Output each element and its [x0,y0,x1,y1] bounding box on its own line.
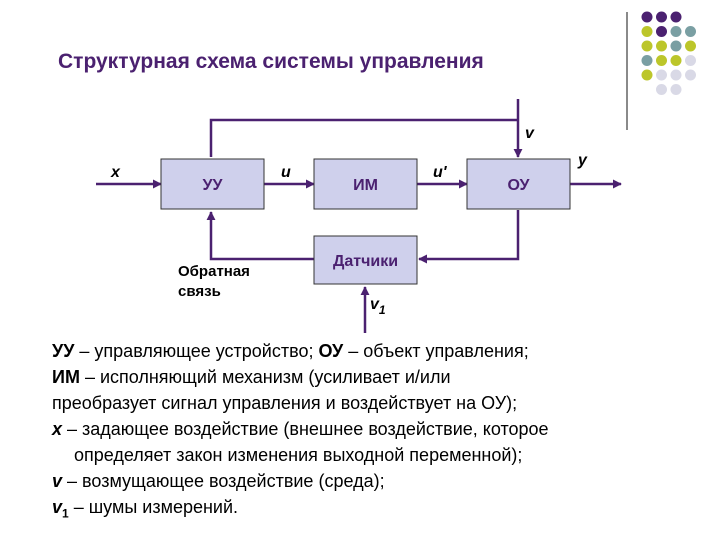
decorative-dot [641,55,653,66]
decorative-dot [656,40,667,52]
legend-line-x-cont: определяет закон изменения выходной пере… [74,445,523,465]
decorative-dot [641,69,653,81]
legend-line-im-cont: преобразует сигнал управления и воздейст… [52,393,518,413]
block-im: ИМ [313,158,418,210]
legend: УУ – управляющее устройство; ОУ – объект… [52,338,692,527]
feedback-label-line1: Обратная [178,263,250,280]
block-uu: УУ [160,158,265,210]
decorative-dot [656,84,667,95]
slide-title: Структурная схема системы управления [58,50,484,73]
ou-to-sensors-arrow [418,210,520,264]
decorative-dot [670,11,682,23]
feedback-label-line2: связь [178,283,221,300]
block-ou-label: ОУ [508,177,531,194]
block-im-label: ИМ [353,177,378,194]
block-sensors: Датчики [313,235,418,285]
legend-line-v1: v1 – шумы измерений. [52,497,239,521]
signal-u-prime-label: u' [433,164,448,181]
signal-u-label: u [281,164,291,181]
decorative-dot [670,55,682,66]
legend-line-uu-ou: УУ – управляющее устройство; ОУ – объект… [52,341,529,361]
decorative-dot [685,69,696,81]
decorative-dot [641,40,653,52]
decorative-dot [670,26,682,37]
decorative-dot [641,26,653,37]
decorative-dot-grid [626,11,696,130]
decorative-dot [641,11,653,23]
decorative-dot [656,55,667,66]
decorative-dot [656,69,667,81]
legend-line-im: ИМ – исполняющий механизм (усиливает и/и… [52,367,451,387]
legend-line-v: v – возмущающее воздействие (среда); [52,471,385,491]
block-diagram: УУ ИМ ОУ Датчики x u u' v y v1 Обратная … [96,99,622,333]
feedback-arrow [206,211,314,261]
decorative-dot [685,55,696,66]
legend-line-x: x – задающее воздействие (внешнее воздей… [52,419,549,439]
decorative-dot [670,84,682,95]
signal-v-label: v [525,125,535,142]
decorative-dot [670,40,682,52]
signal-y-label: y [577,152,588,169]
block-ou: ОУ [466,158,571,210]
block-sensors-label: Датчики [333,253,398,270]
feedforward-line [209,118,518,157]
signal-v1-label: v1 [370,296,386,317]
decorative-dot [685,40,696,52]
decorative-dot [656,11,667,23]
decorative-dot [685,26,696,37]
decorative-dot [656,26,667,37]
decorative-dot [670,69,682,81]
block-uu-label: УУ [203,177,224,194]
signal-x-label: x [110,164,121,181]
